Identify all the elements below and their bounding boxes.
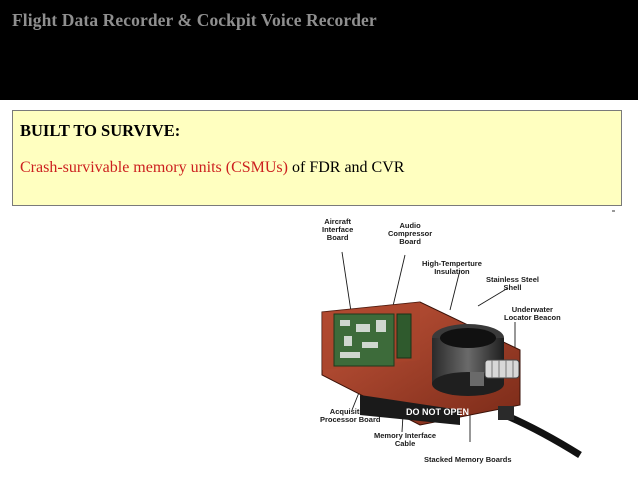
- slide-title: Flight Data Recorder & Cockpit Voice Rec…: [12, 10, 377, 30]
- panel-line: Crash-survivable memory units (CSMUs) of…: [20, 159, 404, 177]
- fdr-cvr-text: of FDR and CVR: [287, 159, 405, 176]
- csmu-text: Crash-survivable memory units (CSMUs): [20, 159, 288, 176]
- title-bar: Flight Data Recorder & Cockpit Voice Rec…: [0, 0, 638, 100]
- decorative-dot: [612, 210, 615, 212]
- device-warning-text: DO NOT OPEN: [406, 407, 470, 417]
- panel-heading: BUILT TO SURVIVE:: [20, 121, 181, 140]
- content-panel: BUILT TO SURVIVE: Crash-survivable memor…: [12, 110, 622, 206]
- label-stacked-memory-boards: Stacked Memory Boards: [424, 455, 512, 464]
- csmu-illustration: [321, 251, 582, 458]
